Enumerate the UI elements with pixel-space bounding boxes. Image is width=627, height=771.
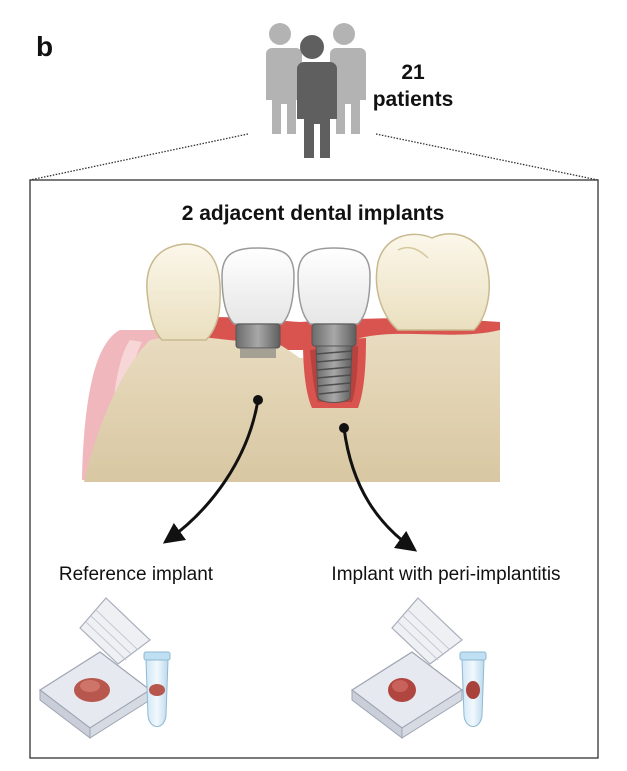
- arrow-to-reference: [162, 399, 260, 544]
- arrow-to-periimplantitis: [342, 427, 418, 552]
- dental-implants-illustration: [82, 233, 500, 482]
- sample-tube-periimplantitis: [459, 651, 487, 727]
- patient-count: 21: [401, 61, 425, 84]
- tissue-cassette-periimplantitis: [350, 597, 464, 740]
- tissue-cassette-reference: [38, 597, 152, 740]
- panel-label: b: [36, 31, 53, 62]
- zoom-line-right: [375, 133, 599, 181]
- box-title: 2 adjacent dental implants: [182, 202, 445, 225]
- periimplantitis-label: Implant with peri-implantitis: [331, 564, 560, 585]
- reference-implant-label: Reference implant: [59, 564, 214, 585]
- zoom-line-left: [29, 133, 249, 181]
- detail-frame: [29, 179, 599, 759]
- patients-icon: [264, 23, 366, 158]
- sample-tube-reference: [143, 651, 171, 727]
- patient-count-unit: patients: [373, 88, 454, 111]
